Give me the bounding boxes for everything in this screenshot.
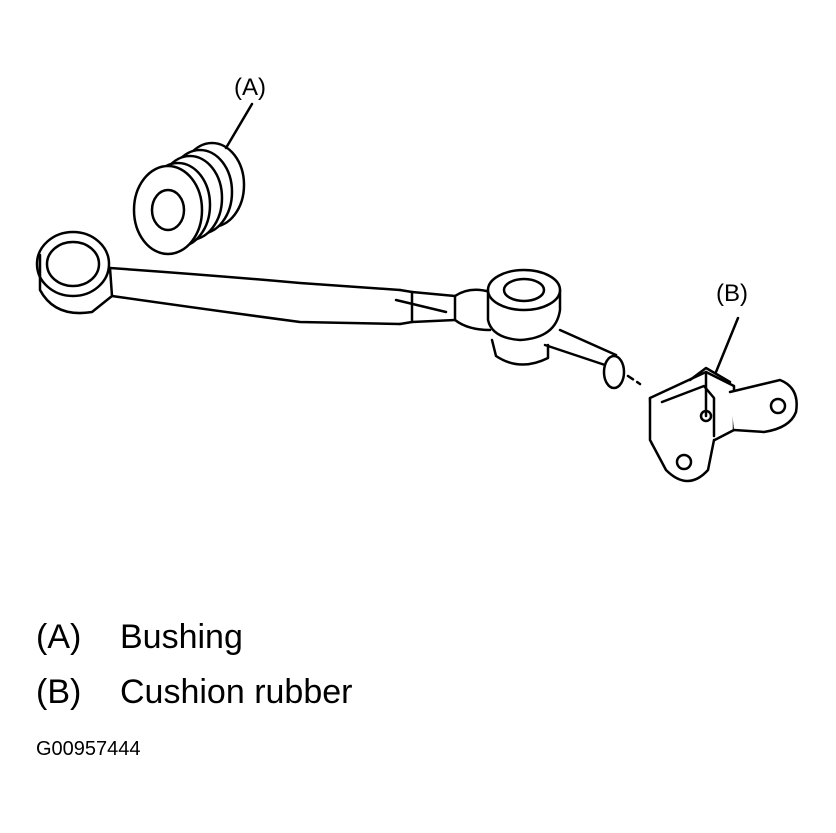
legend-label: Cushion rubber [120, 673, 353, 711]
legend-item-bushing: (A) Bushing [36, 620, 243, 654]
legend-key: (B) [36, 673, 82, 711]
stay-rod-assembly-diagram [35, 102, 798, 483]
stay-rod-drawing [35, 230, 642, 390]
figure-id: G00957444 [36, 738, 141, 760]
callout-a-leader [224, 102, 254, 150]
callout-b-label: (B) [716, 280, 748, 307]
bushing-drawing [132, 141, 246, 256]
legend-item-cushion-rubber: (B) Cushion rubber [36, 675, 352, 709]
callout-a-label: (A) [234, 74, 266, 101]
legend-label: Bushing [120, 618, 243, 656]
legend-key: (A) [36, 618, 82, 656]
cushion-rubber-drawing [648, 366, 798, 483]
callout-b-leader [714, 316, 740, 374]
